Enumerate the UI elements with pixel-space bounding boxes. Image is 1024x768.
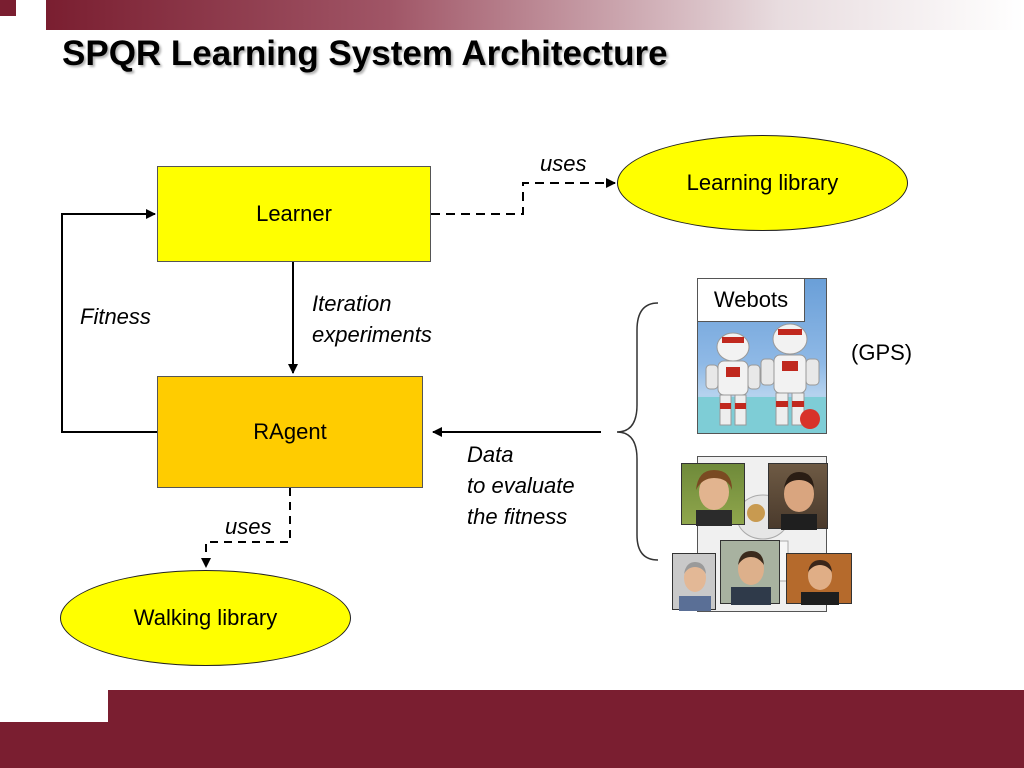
team-photo-1 [681, 463, 745, 526]
person-icon-4 [731, 551, 771, 605]
learning-library-ellipse: Learning library [617, 135, 908, 231]
uses-label-top: uses [540, 151, 587, 176]
header-bar [0, 0, 1024, 30]
person-icon-1 [696, 470, 732, 526]
team-photo-4 [720, 540, 780, 605]
learner-box: Learner [157, 166, 431, 262]
learner-uses-connector [431, 178, 616, 215]
data-evaluate-label: Data to evaluate the fitness [467, 439, 575, 532]
fitness-label: Fitness [80, 304, 151, 329]
ball [800, 409, 820, 429]
team-photo-5 [786, 553, 852, 605]
header-square [0, 0, 16, 16]
robots-illustration [698, 323, 826, 433]
data-line3: the fitness [467, 504, 568, 529]
iteration-line2: experiments [312, 322, 432, 347]
team-photo-2 [768, 463, 828, 530]
robot-left [705, 332, 761, 426]
walking-library-ellipse: Walking library [60, 570, 351, 666]
header-gradient [46, 0, 1024, 30]
slide-title: SPQR Learning System Architecture [62, 34, 668, 73]
learning-library-label: Learning library [686, 170, 839, 195]
webots-label: Webots [713, 287, 789, 312]
fitness-connector [61, 209, 157, 433]
gps-label: (GPS) [851, 340, 913, 365]
iteration-experiments-label: Iteration experiments [312, 288, 432, 350]
iteration-line1: Iteration [312, 291, 392, 316]
footer-notch [0, 690, 108, 722]
ragent-label: RAgent [253, 419, 327, 444]
person-icon-5 [801, 560, 839, 605]
walking-library-label: Walking library [133, 605, 278, 630]
webots-label-box: Webots [697, 278, 805, 322]
robot-right [760, 323, 820, 426]
footer-bar [0, 690, 1024, 768]
curly-brace [616, 302, 659, 561]
ragent-box: RAgent [157, 376, 423, 488]
team-photo-3 [672, 553, 716, 611]
uses-label-bottom: uses [225, 514, 272, 539]
data-line1: Data [467, 442, 514, 467]
learner-label: Learner [256, 201, 332, 226]
data-line2: to evaluate [467, 473, 575, 498]
person-icon-2 [781, 472, 817, 530]
person-icon-3 [679, 562, 711, 611]
